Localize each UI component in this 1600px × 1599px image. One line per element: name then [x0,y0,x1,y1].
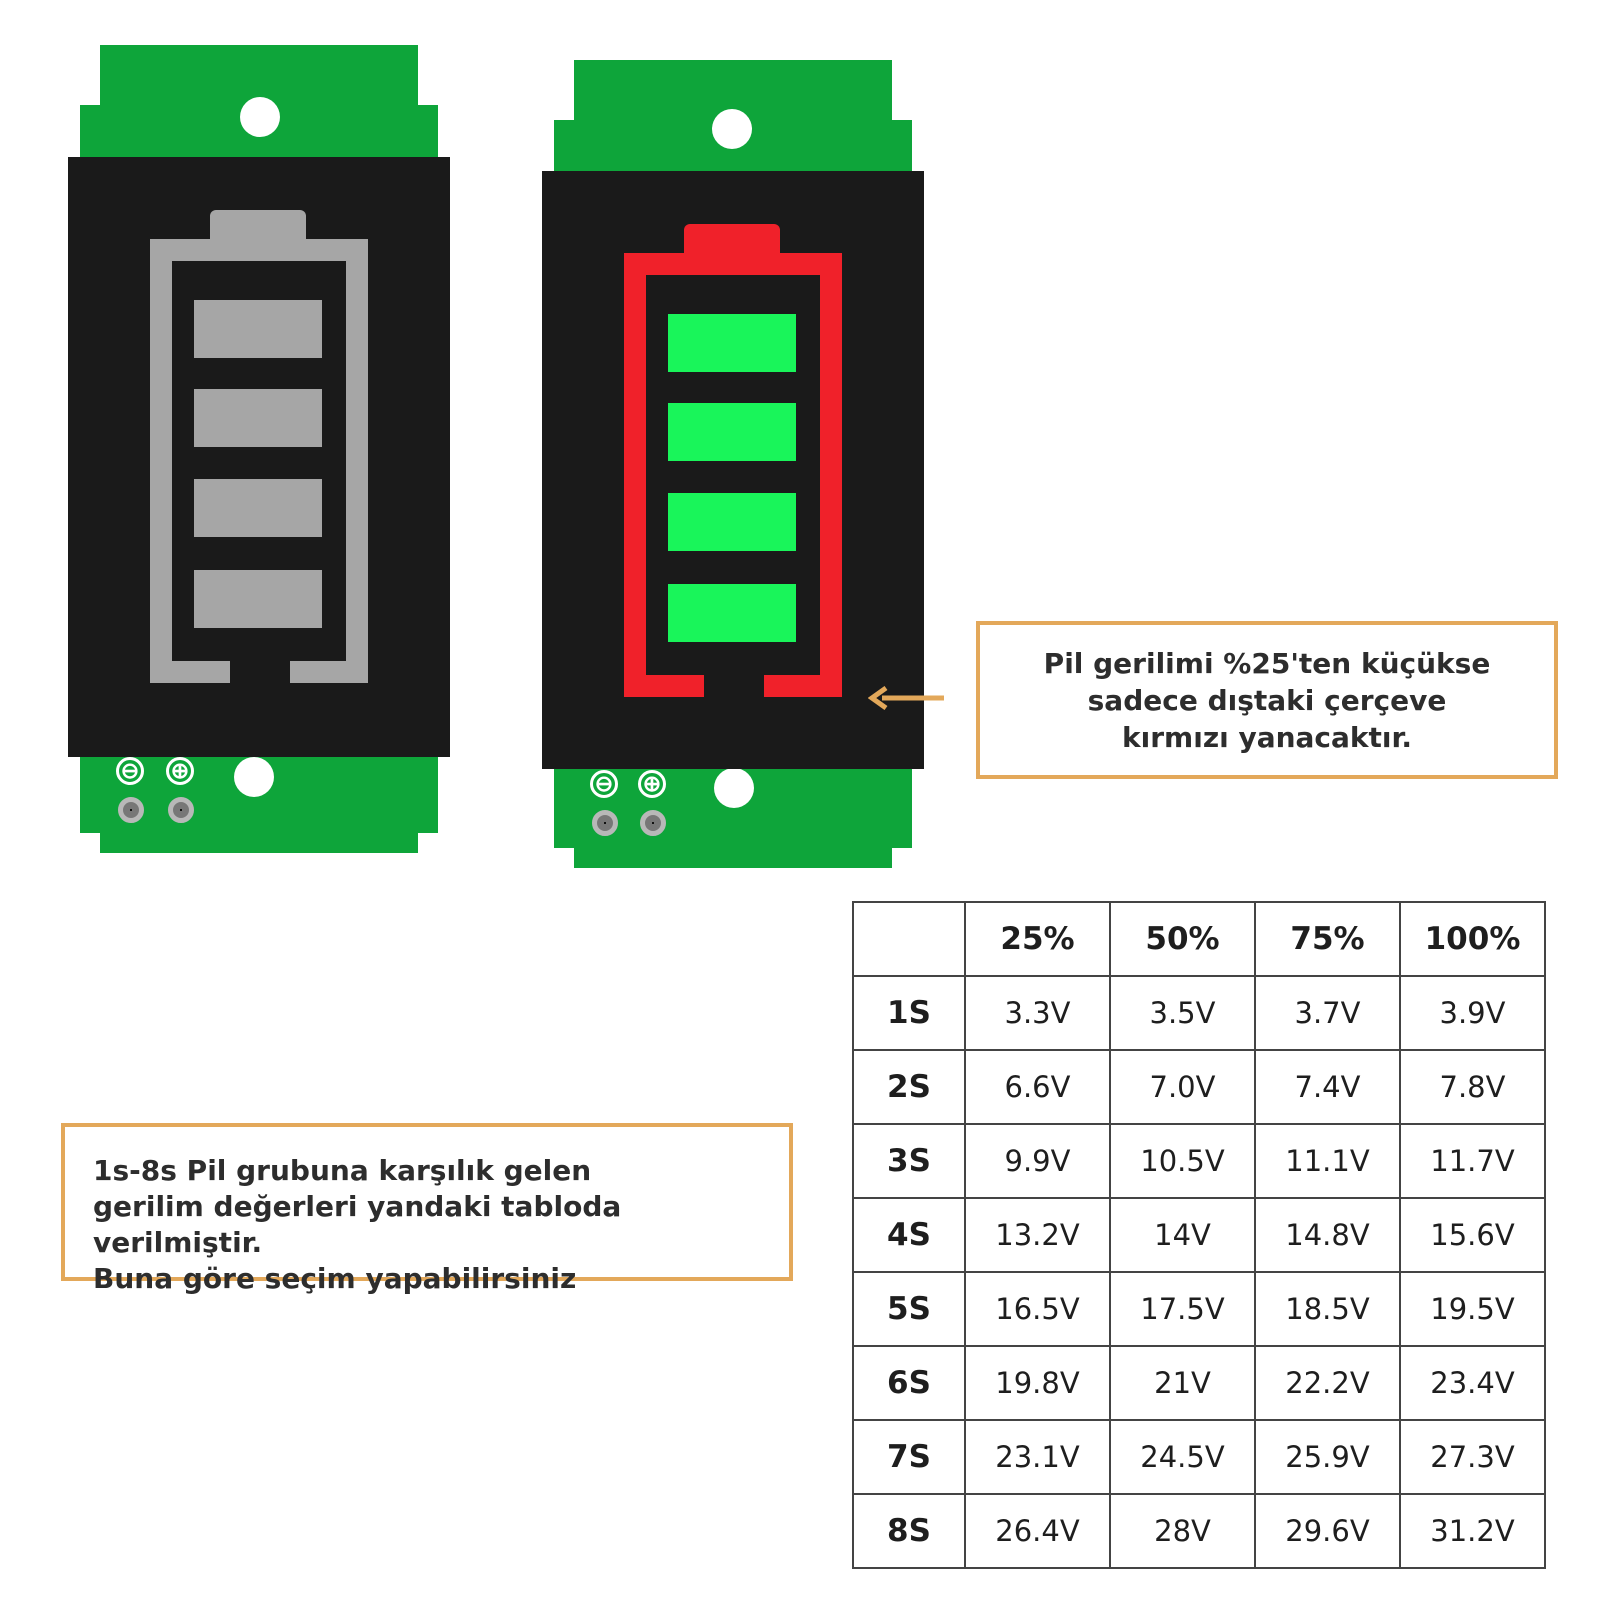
low-voltage-note: Pil gerilimi %25'ten küçükse sadece dışt… [976,621,1558,779]
table-cell: 14.8V [1254,1197,1401,1273]
battery-segment [194,479,322,537]
table-row-label: 1S [852,975,966,1051]
pin-minus [118,797,144,823]
table-row-label: 4S [852,1197,966,1273]
pin-minus [592,810,618,836]
table-cell: 7.0V [1109,1049,1256,1125]
note-line: Pil gerilimi %25'ten küçükse [1043,647,1491,680]
lcd-display [68,157,450,757]
mounting-hole-top [712,109,752,149]
table-cell: 16.5V [964,1271,1111,1347]
battery-segment [668,493,796,551]
table-cell: 15.6V [1399,1197,1546,1273]
table-header-cell: 25% [964,901,1111,977]
table-cell: 7.8V [1399,1049,1546,1125]
table-header-cell: 75% [1254,901,1401,977]
mounting-hole-bottom [714,768,754,808]
table-cell: 21V [1109,1345,1256,1421]
battery-segment [668,403,796,461]
table-row-label: 5S [852,1271,966,1347]
note-line: gerilim değerleri yandaki tabloda verilm… [93,1190,622,1259]
arrow-left-icon [868,686,944,710]
table-row-label: 7S [852,1419,966,1495]
table-cell: 27.3V [1399,1419,1546,1495]
note-line: Buna göre seçim yapabilirsiniz [93,1262,577,1295]
mounting-hole-top [240,97,280,137]
table-cell: 17.5V [1109,1271,1256,1347]
table-cell: 6.6V [964,1049,1111,1125]
table-cell: 10.5V [1109,1123,1256,1199]
lcd-display [542,171,924,769]
battery-segment [194,570,322,628]
table-cell: 19.5V [1399,1271,1546,1347]
minus-pin-mark: ⊖ [590,770,618,798]
table-cell: 28V [1109,1493,1256,1569]
minus-pin-mark: ⊖ [116,757,144,785]
table-cell: 24.5V [1109,1419,1256,1495]
mounting-hole-bottom [234,757,274,797]
table-explanation-note: 1s-8s Pil grubuna karşılık gelen gerilim… [61,1123,793,1295]
table-cell: 9.9V [964,1123,1111,1199]
table-cell: 23.1V [964,1419,1111,1495]
table-cell: 19.8V [964,1345,1111,1421]
table-cell: 13.2V [964,1197,1111,1273]
table-row-label: 3S [852,1123,966,1199]
table-cell: 23.4V [1399,1345,1546,1421]
table-cell: 11.7V [1399,1123,1546,1199]
table-cell: 3.3V [964,975,1111,1051]
plus-pin-mark: ⊕ [166,757,194,785]
table-cell: 3.5V [1109,975,1256,1051]
battery-segment [194,300,322,358]
table-row-label: 6S [852,1345,966,1421]
table-row-label: 2S [852,1049,966,1125]
table-header-cell: 100% [1399,901,1546,977]
table-cell: 11.1V [1254,1123,1401,1199]
battery-segment [668,314,796,372]
table-row-label: 8S [852,1493,966,1569]
table-cell: 7.4V [1254,1049,1401,1125]
table-corner-cell [852,901,966,977]
table-cell: 29.6V [1254,1493,1401,1569]
table-header-cell: 50% [1109,901,1256,977]
pin-plus [640,810,666,836]
table-cell: 18.5V [1254,1271,1401,1347]
table-header-row: 25% 50% 75% 100% [852,901,1546,977]
table-cell: 25.9V [1254,1419,1401,1495]
battery-segment [668,584,796,642]
table-cell: 3.9V [1399,975,1546,1051]
pin-plus [168,797,194,823]
battery-segment [194,389,322,447]
table-cell: 3.7V [1254,975,1401,1051]
table-cell: 26.4V [964,1493,1111,1569]
plus-pin-mark: ⊕ [638,770,666,798]
table-cell: 22.2V [1254,1345,1401,1421]
table-cell: 14V [1109,1197,1256,1273]
table-cell: 31.2V [1399,1493,1546,1569]
note-line: sadece dıştaki çerçeve [1087,684,1447,717]
note-line: 1s-8s Pil grubuna karşılık gelen [93,1154,592,1187]
note-line: kırmızı yanacaktır. [1122,721,1412,754]
